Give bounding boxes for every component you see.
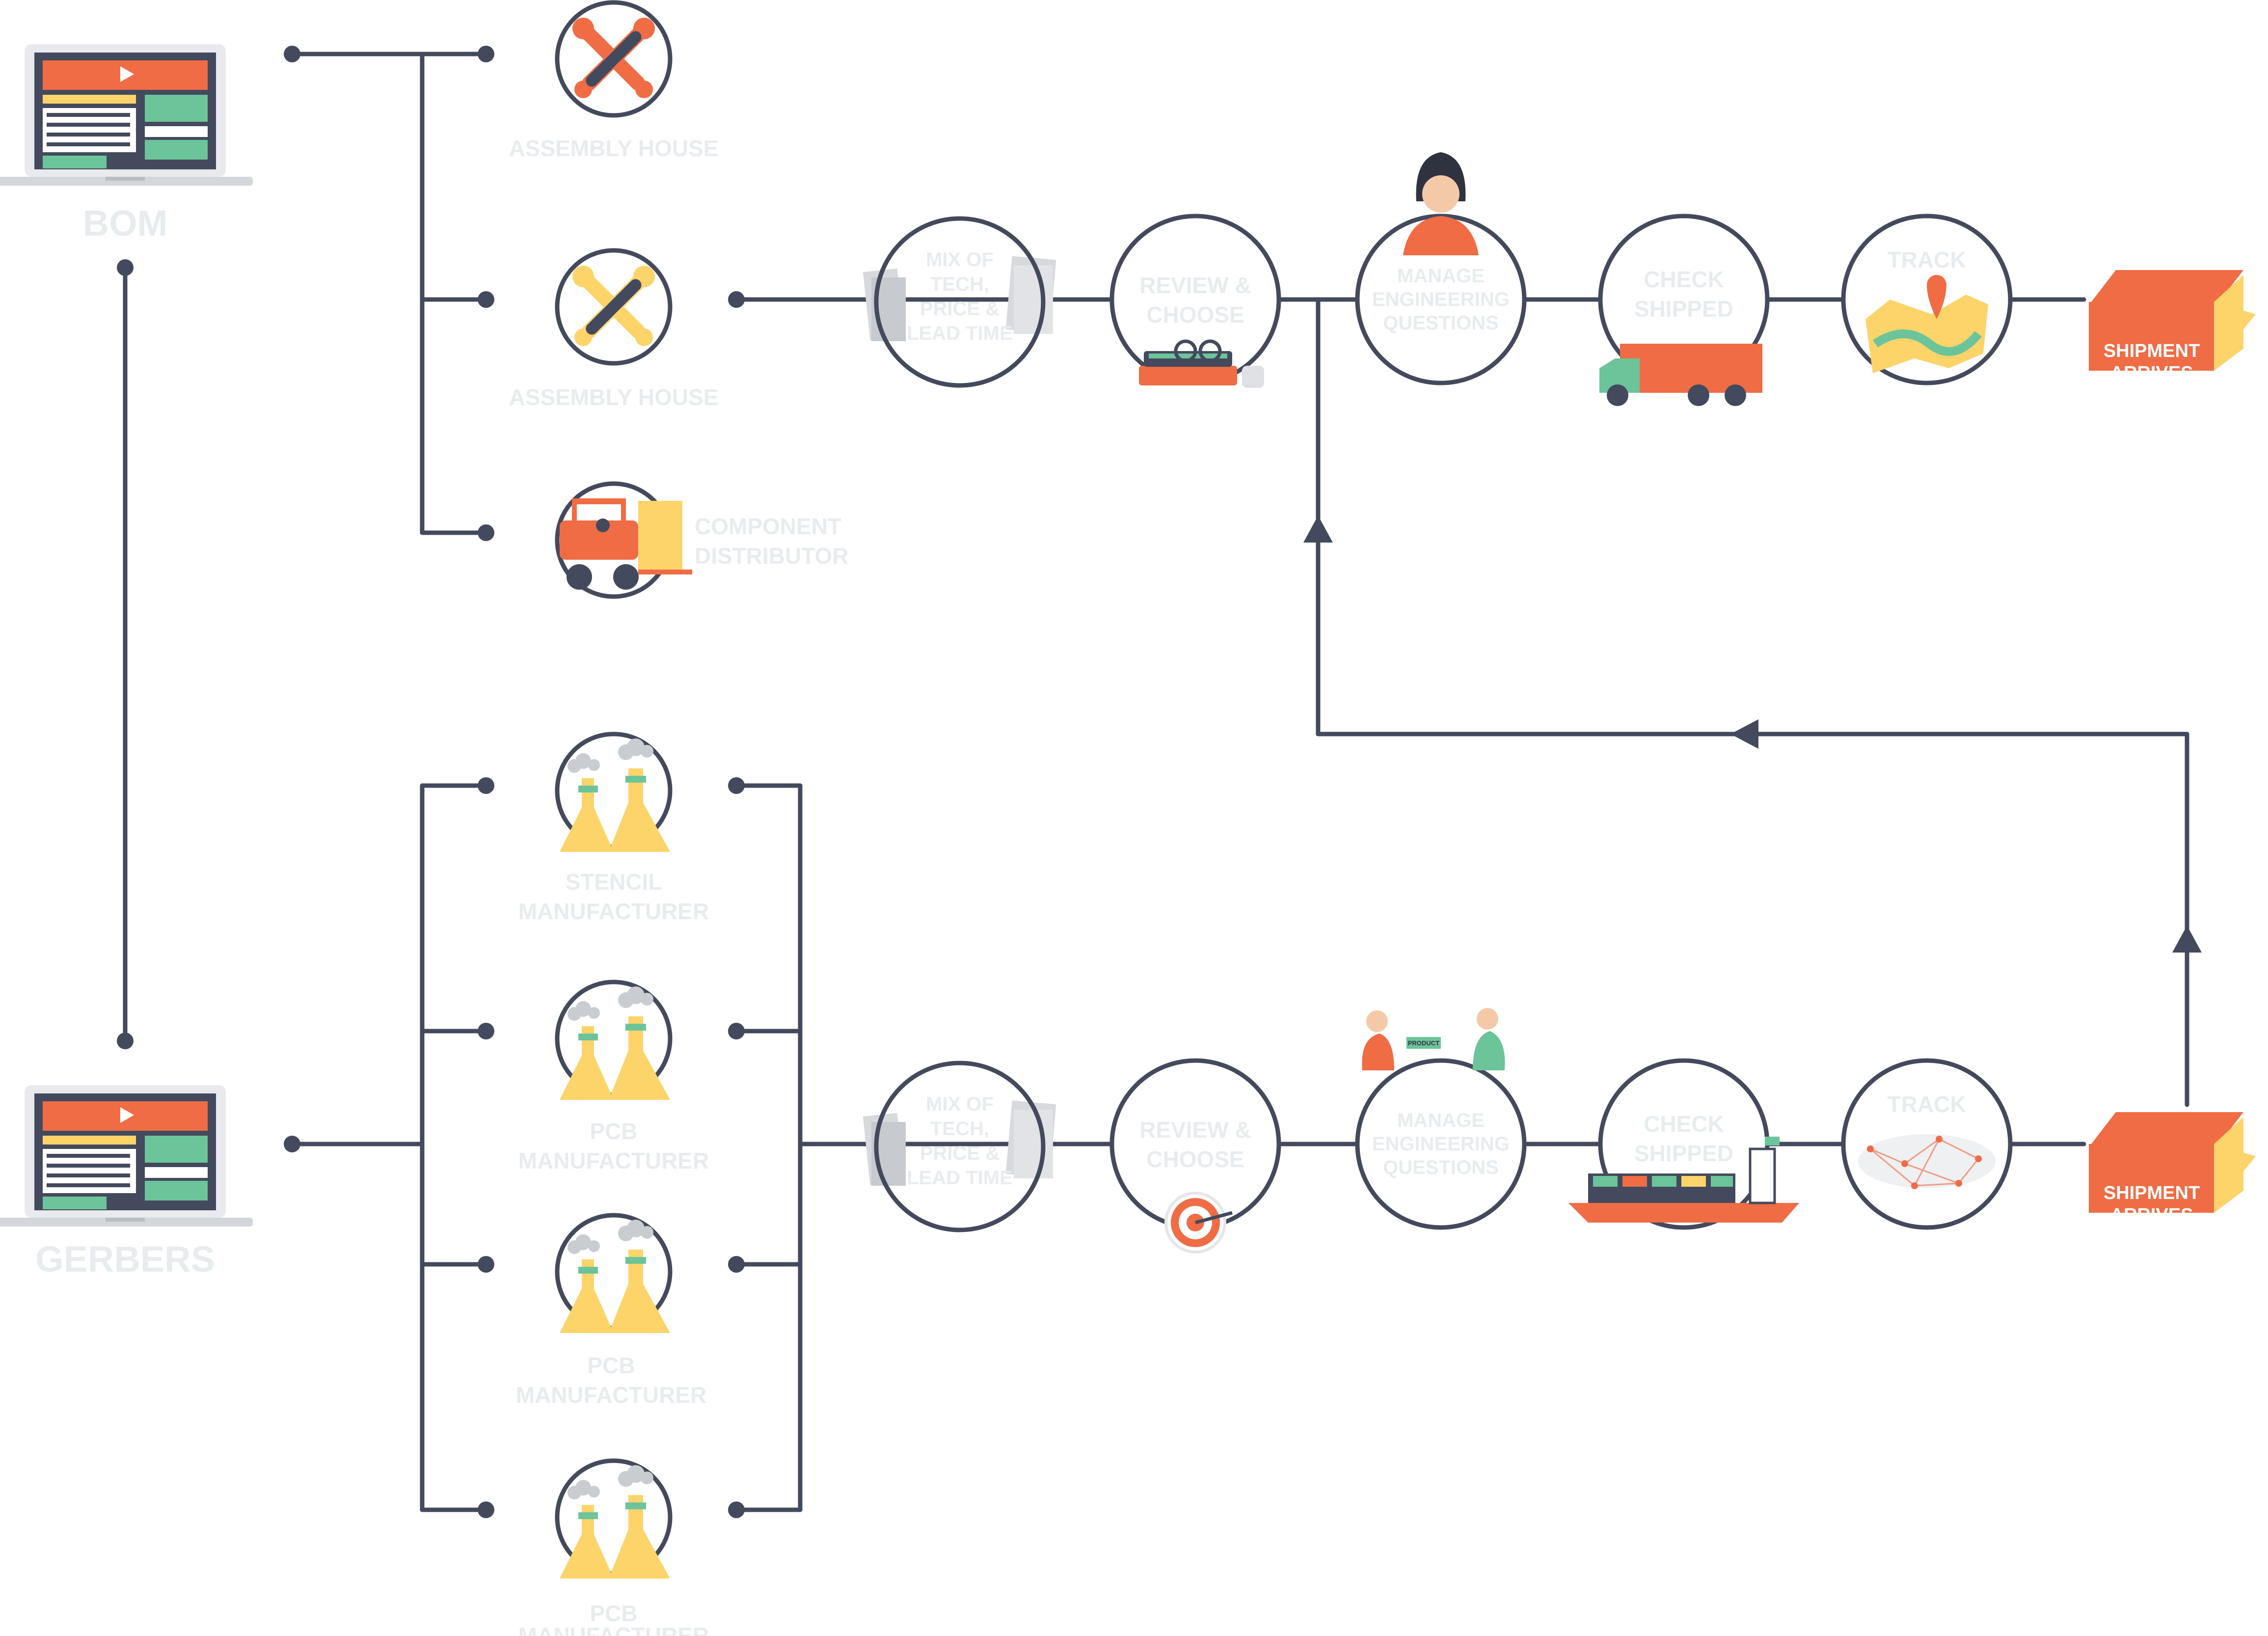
cargo-ship-icon	[1568, 1137, 1799, 1223]
pcb-manufacturer-2-node: PCB MANUFACTURER	[516, 1213, 706, 1408]
wrench-icon	[572, 266, 655, 346]
review-label-line2: CHOOSE	[1146, 302, 1244, 327]
pcb-label-line2: MANUFACTURER	[518, 1148, 709, 1173]
assembly-house-label: ASSEMBLY HOUSE	[509, 384, 719, 410]
shipment-label-line1: SHIPMENT	[2104, 341, 2200, 361]
mix-label-line4: LEAD TIME	[907, 1167, 1013, 1189]
bottom-mix-step: MIX OF TECH, PRICE & LEAD TIME	[863, 1061, 1056, 1232]
mix-label-line1: MIX OF	[926, 1093, 994, 1115]
product-tag-label: PRODUCT	[1408, 1039, 1439, 1047]
forklift-icon	[560, 498, 692, 590]
world-network-icon	[1858, 1134, 1996, 1189]
bom-label: BOM	[83, 203, 168, 244]
mix-label-line2: TECH,	[930, 1118, 989, 1140]
support-agent-icon	[1403, 152, 1479, 255]
top-mix-step: MIX OF TECH, PRICE & LEAD TIME	[863, 216, 1056, 388]
mix-label-line3: PRICE &	[920, 1143, 999, 1164]
mix-label-line3: PRICE &	[920, 298, 999, 320]
component-distributor-node: COMPONENT DISTRIBUTOR	[555, 481, 849, 599]
handshake-icon	[1362, 1008, 1505, 1070]
review-label-line1: REVIEW &	[1139, 273, 1251, 298]
connector-dots	[117, 46, 745, 1518]
target-icon	[1164, 1192, 1233, 1254]
component-distributor-label-line2: DISTRIBUTOR	[695, 543, 849, 569]
pcb-label-line1: PCB	[590, 1118, 637, 1144]
bottom-track-step: TRACK	[1841, 1058, 2013, 1230]
top-review-step: REVIEW & CHOOSE	[1109, 214, 1281, 388]
bottom-shipment-step: SHIPMENT ARRIVES	[2089, 1112, 2256, 1226]
shipment-label-line1: SHIPMENT	[2104, 1183, 2200, 1203]
map-icon	[1865, 275, 1988, 373]
books-icon	[1139, 339, 1264, 388]
manage-label-line3: QUESTIONS	[1383, 312, 1499, 334]
top-manage-step: MANAGE ENGINEERING QUESTIONS	[1355, 152, 1527, 385]
manage-label-line2: ENGINEERING	[1372, 289, 1510, 310]
stencil-manufacturer-node: STENCIL MANUFACTURER	[518, 732, 709, 924]
pcb-manufacturer-1-node: PCB MANUFACTURER	[518, 980, 709, 1173]
mix-label-line2: TECH,	[930, 273, 989, 295]
manage-label-line1: MANAGE	[1397, 265, 1485, 287]
top-track-step: TRACK	[1841, 214, 2013, 385]
stencil-label-line2: MANUFACTURER	[518, 899, 709, 924]
bottom-review-step: REVIEW & CHOOSE	[1109, 1058, 1281, 1254]
laptop-icon	[0, 1085, 253, 1227]
bom-node: BOM	[0, 44, 253, 244]
check-label-line2: SHIPPED	[1634, 296, 1733, 322]
pcb-label-line2: MANUFACTURER	[518, 1623, 709, 1636]
wrench-icon	[572, 18, 655, 98]
pcb-label-line1: PCB	[587, 1353, 635, 1378]
stencil-label-line1: STENCIL	[566, 869, 662, 895]
gerbers-label: GERBERS	[35, 1239, 215, 1280]
review-label-line2: CHOOSE	[1146, 1146, 1244, 1172]
check-label-line2: SHIPPED	[1634, 1141, 1733, 1166]
manage-label-line2: ENGINEERING	[1372, 1133, 1510, 1155]
truck-icon	[1599, 344, 1762, 406]
pcb-label-line2: MANUFACTURER	[516, 1382, 706, 1408]
pcb-manufacturer-3-node: PCB MANUFACTURER	[518, 1458, 709, 1636]
track-label: TRACK	[1888, 247, 1967, 273]
top-check-step: CHECK SHIPPED	[1598, 214, 1770, 406]
manage-label-line1: MANAGE	[1397, 1110, 1485, 1131]
bottom-check-step: CHECK SHIPPED	[1568, 1058, 1799, 1230]
assembly-house-2-node: ASSEMBLY HOUSE	[509, 248, 719, 410]
shipment-label-line2: ARRIVES	[2110, 1205, 2193, 1226]
mix-label-line4: LEAD TIME	[907, 323, 1013, 344]
track-label: TRACK	[1888, 1091, 1967, 1117]
assembly-house-label: ASSEMBLY HOUSE	[509, 136, 719, 161]
review-label-line1: REVIEW &	[1139, 1117, 1251, 1143]
pcb-label-line1: PCB	[590, 1601, 637, 1626]
mix-label-line1: MIX OF	[926, 249, 994, 271]
assembly-house-1-node: ASSEMBLY HOUSE	[509, 0, 719, 161]
check-label-line1: CHECK	[1644, 267, 1724, 292]
component-distributor-label-line1: COMPONENT	[695, 514, 841, 539]
shipment-label-line2: ARRIVES	[2110, 363, 2193, 383]
flow-arrows	[1303, 516, 2202, 953]
top-shipment-step: SHIPMENT ARRIVES	[2089, 270, 2256, 383]
check-label-line1: CHECK	[1644, 1111, 1724, 1137]
laptop-icon	[0, 44, 253, 186]
gerbers-node: GERBERS	[0, 1085, 253, 1280]
manage-label-line3: QUESTIONS	[1383, 1157, 1499, 1178]
bottom-manage-step: PRODUCT MANAGE ENGINEERING QUESTIONS	[1355, 1008, 1527, 1230]
